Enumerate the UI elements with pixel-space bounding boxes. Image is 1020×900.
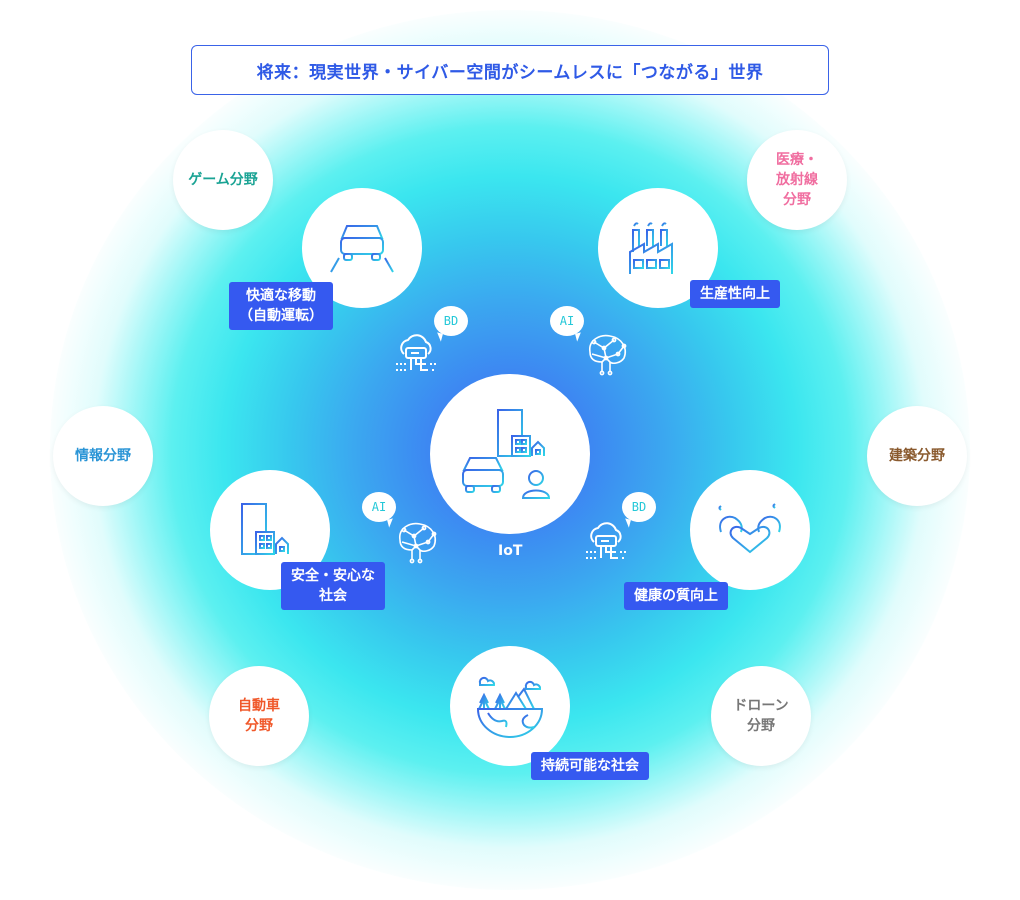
iot-hub-circle[interactable] — [430, 374, 590, 534]
heart-muscle-icon — [718, 503, 781, 554]
tech-bubble-bd: BD — [622, 492, 656, 528]
brain-network-icon — [399, 522, 437, 564]
field-label: ゲーム分野 — [188, 172, 258, 188]
field-game[interactable]: ゲーム分野 — [173, 130, 273, 230]
theme-health-label: 健康の質向上 — [624, 582, 728, 610]
tech-bubble-ai: AI — [550, 306, 584, 342]
bubble-text: BD — [631, 500, 647, 514]
field-info[interactable]: 情報分野 — [53, 406, 153, 506]
field-label: 建築分野 — [889, 448, 945, 464]
city-car-person-icon — [460, 409, 552, 499]
factory-icon — [628, 222, 684, 275]
field-drone[interactable]: ドローン 分野 — [711, 666, 811, 766]
brain-network-icon — [589, 334, 627, 376]
tech-bubble-ai: AI — [362, 492, 396, 528]
field-architecture[interactable]: 建築分野 — [867, 406, 967, 506]
field-label: 自動車 分野 — [238, 698, 280, 734]
bubble-text: BD — [443, 314, 459, 328]
theme-sustainable-label: 持続可能な社会 — [531, 752, 649, 780]
theme-sustainable-circle[interactable] — [450, 646, 570, 766]
buildings-icon — [240, 503, 300, 556]
earth-nature-icon — [476, 676, 544, 738]
theme-health-circle[interactable] — [690, 470, 810, 590]
iot-label: IoT — [498, 543, 523, 559]
tech-bubble-bd: BD — [434, 306, 468, 342]
bubble-text: AI — [371, 500, 387, 514]
field-label: 医療・ 放射線 分野 — [776, 152, 818, 208]
theme-safety-label: 安全・安心な 社会 — [281, 562, 385, 610]
theme-productivity-label: 生産性向上 — [690, 280, 780, 308]
page-title: 将来：現実世界・サイバー空間がシームレスに「つながる」世界 — [191, 45, 829, 95]
field-automotive[interactable]: 自動車 分野 — [209, 666, 309, 766]
car-road-icon — [330, 225, 394, 274]
bubble-text: AI — [559, 314, 575, 328]
theme-mobility-label: 快適な移動 （自動運転） — [229, 282, 333, 330]
field-label: ドローン 分野 — [733, 698, 789, 734]
cloud-server-icon — [396, 334, 436, 371]
cloud-server-icon — [586, 522, 626, 559]
field-label: 情報分野 — [75, 448, 131, 464]
field-medical[interactable]: 医療・ 放射線 分野 — [747, 130, 847, 230]
